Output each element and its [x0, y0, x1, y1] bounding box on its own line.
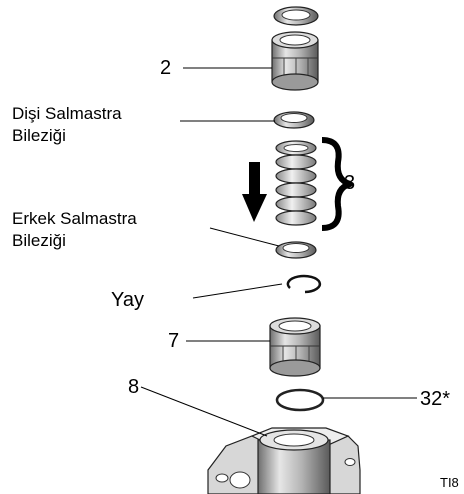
nut-part-7 [269, 317, 321, 377]
callout-male-gland-line2: Bileziği [12, 231, 66, 250]
leader-lines [140, 67, 417, 437]
female-gland-ring [273, 111, 315, 129]
brace [321, 137, 353, 231]
packing-nut-part-2 [271, 31, 319, 91]
callout-female-gland-line2: Bileziği [12, 126, 66, 145]
packing-stack [275, 140, 317, 226]
male-gland-ring [275, 241, 317, 259]
base-housing-part-8 [207, 427, 361, 494]
direction-arrow [242, 162, 267, 222]
callout-male-gland-line1: Erkek Salmastra [12, 209, 137, 228]
top-washer [273, 6, 319, 26]
callout-part-32: 32* [420, 388, 451, 410]
callout-part-8: 8 [128, 376, 140, 398]
spring-clip [286, 274, 322, 294]
callout-male-gland: Erkek Salmastra Bileziği [12, 208, 137, 252]
figure-id: TI8 [440, 475, 459, 490]
callout-part-2: 2 [160, 57, 172, 79]
callout-part-7: 7 [168, 330, 180, 352]
o-ring-part-32 [275, 388, 325, 412]
callout-spring: Yay [111, 289, 144, 311]
callout-female-gland-line1: Dişi Salmastra [12, 104, 122, 123]
callout-part-3: 3 [344, 172, 356, 194]
callout-female-gland: Dişi Salmastra Bileziği [12, 103, 122, 147]
